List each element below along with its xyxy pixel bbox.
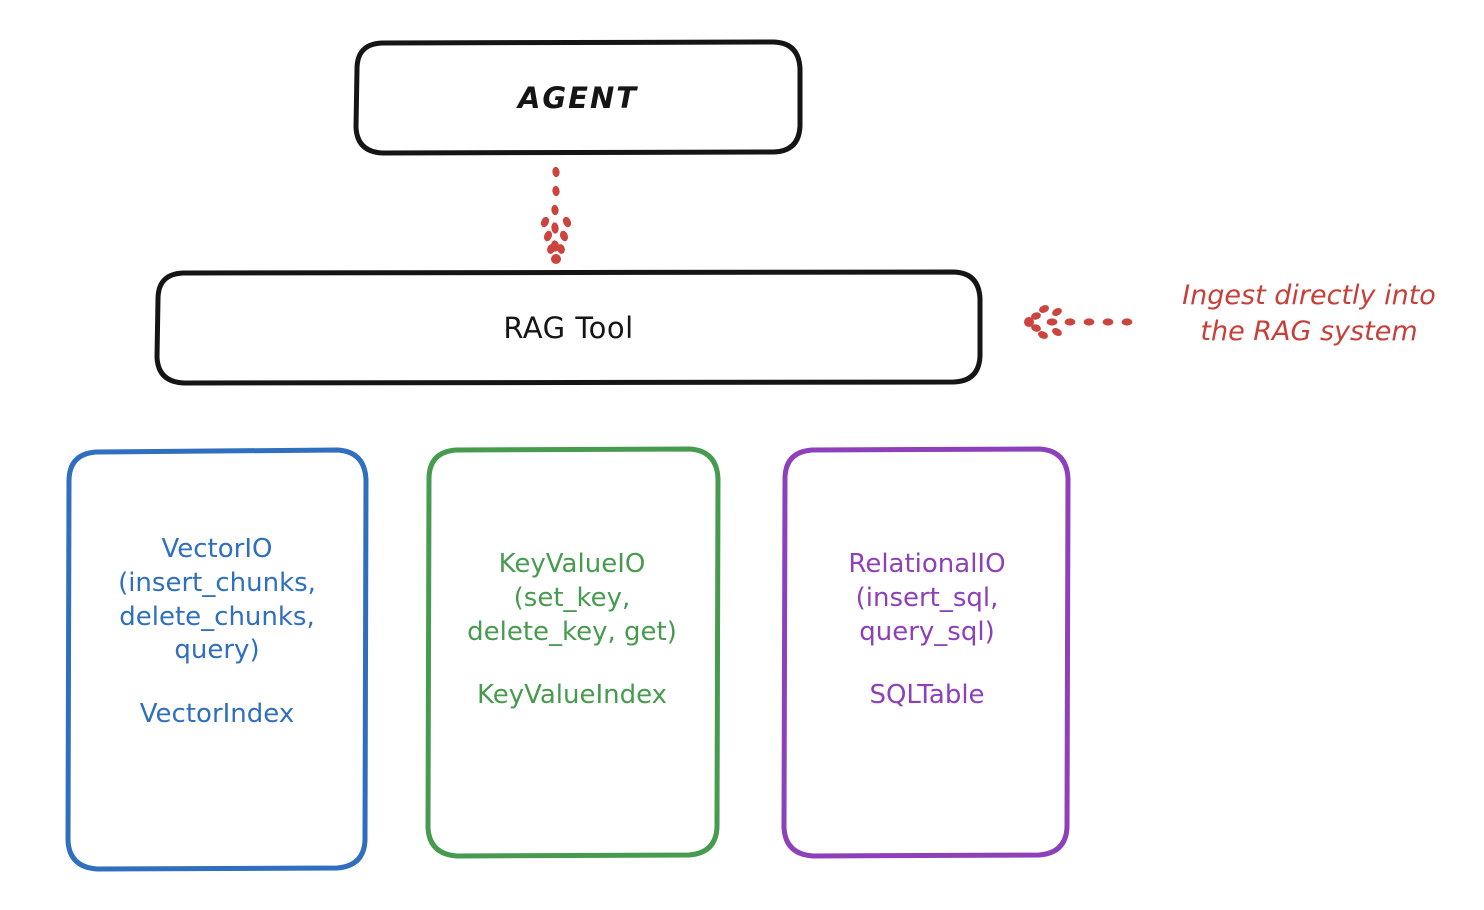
annotation-arrow-connector (1024, 305, 1133, 339)
vector-io-card-outline[interactable] (65, 447, 369, 872)
key-value-io-card-outline[interactable] (425, 446, 721, 859)
agent-to-rag-connector (540, 166, 572, 264)
relational-io-card-outline[interactable] (781, 446, 1071, 859)
agent-box-outline[interactable] (353, 39, 803, 156)
rag-tool-box-outline[interactable] (154, 269, 983, 386)
